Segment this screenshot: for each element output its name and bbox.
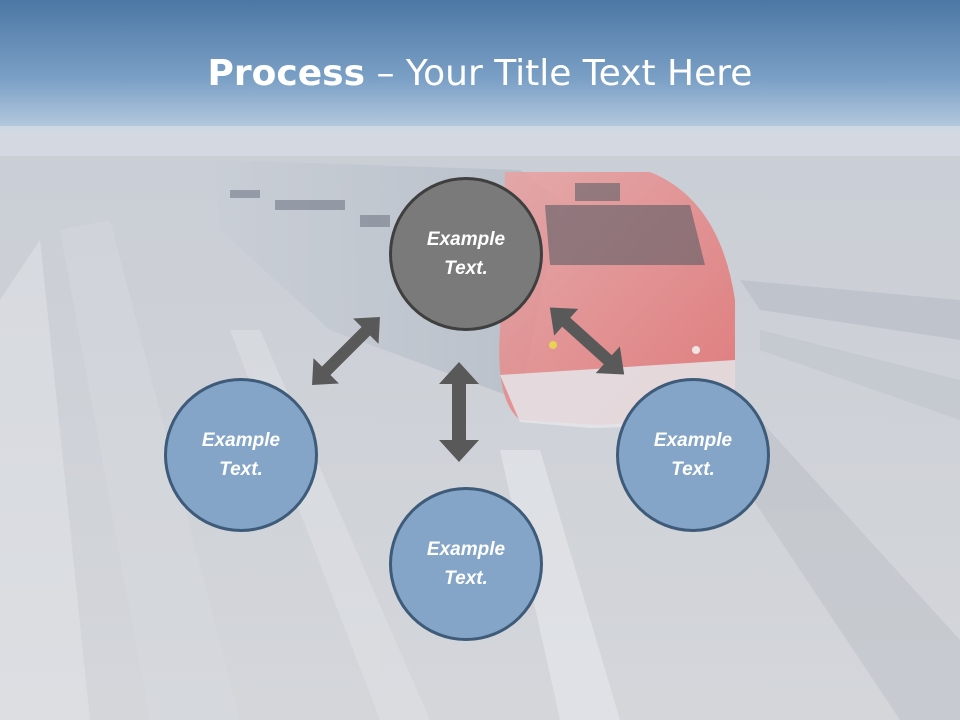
slide-title-bold: Process xyxy=(207,53,366,94)
left-node-label: Example Text. xyxy=(201,430,281,480)
center-node-label: Example Text. xyxy=(426,229,506,279)
bottom-node-label: Example Text. xyxy=(426,539,506,589)
slide-title: Process – Your Title Text Here xyxy=(0,52,960,96)
bottom-node: Example Text. xyxy=(389,487,543,641)
right-node: Example Text. xyxy=(616,378,770,532)
center-node: Example Text. xyxy=(389,177,543,331)
left-node: Example Text. xyxy=(164,378,318,532)
right-node-label: Example Text. xyxy=(653,430,733,480)
slide-title-rest: – Your Title Text Here xyxy=(365,53,753,94)
